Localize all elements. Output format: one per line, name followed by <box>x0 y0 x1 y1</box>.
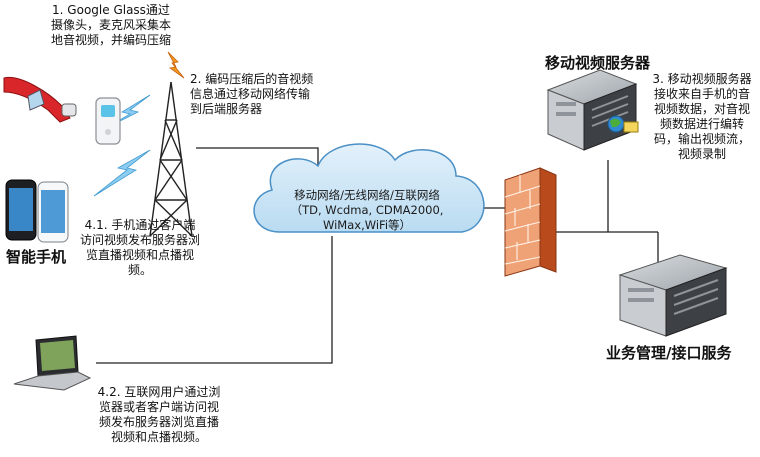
tower-signal-icon <box>167 51 185 79</box>
step41-note: 4.1. 手机通过客户端访问视频发布服务器浏览直播视频和点播视频。 <box>80 218 201 277</box>
tower-to-cloud-line <box>196 147 319 168</box>
cloud-label-line1: 移动网络/无线网络/互联网络 <box>294 188 440 202</box>
lightning-icon-lower <box>93 149 151 197</box>
business-server-label: 业务管理/接口服务 <box>606 344 732 362</box>
cloud-label-line3: WiMax,WiFi等） <box>322 218 412 232</box>
cloud-shape <box>253 143 485 233</box>
cloud-label-line2: （TD, Wcdma, CDMA2000, <box>290 203 444 217</box>
connection-lines <box>96 147 659 364</box>
laptop-icon <box>13 335 92 391</box>
step42-note: 4.2. 互联网用户通过浏览器或者客户端访问视频发布服务器浏览直播视频和点播视频… <box>97 385 221 444</box>
business-server-icon <box>618 254 728 337</box>
network-cloud <box>253 143 485 233</box>
smartphone-icon <box>5 179 69 243</box>
google-glass-icon <box>3 76 77 123</box>
folder-icon <box>623 121 639 133</box>
step3-note: 3. 移动视频服务器接收来自手机的音视频数据，对音视频数据进行编转码，输出视频流… <box>652 72 752 161</box>
step2-note: 2. 编码压缩后的音视频信息通过移动网络传输到后端服务器 <box>190 72 314 116</box>
firewall-icon <box>504 167 557 277</box>
cell-tower-icon <box>149 81 193 237</box>
mifi-device-icon <box>95 97 121 145</box>
laptop-to-cloud-line <box>96 236 333 364</box>
video-server-label: 移动视频服务器 <box>545 54 651 72</box>
step1-note: 1. Google Glass通过摄像头，麦克风采集本地音视频，并编码压缩 <box>50 3 171 47</box>
smartphone-label: 智能手机 <box>6 248 67 266</box>
video-server-icon <box>546 69 639 151</box>
